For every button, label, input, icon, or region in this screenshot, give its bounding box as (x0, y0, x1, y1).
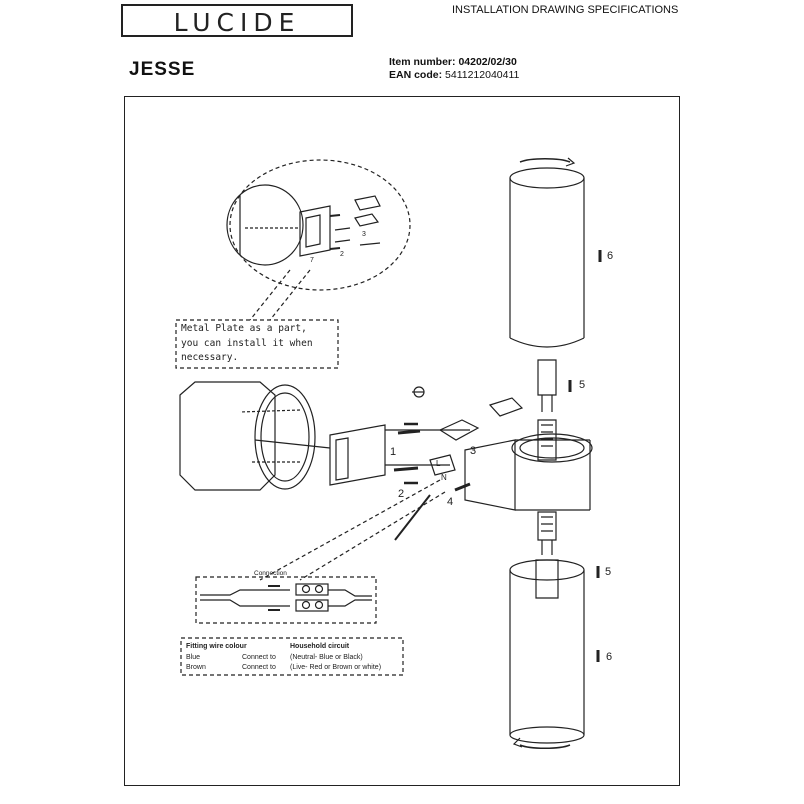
connection-box (195, 576, 377, 624)
mounting-plate (329, 424, 470, 486)
step-2-small: 2 (340, 251, 344, 258)
step-5-bottom-label: 5 (605, 566, 611, 578)
wire-label-l: L (436, 459, 441, 468)
step-4-label: 4 (447, 496, 453, 508)
step-2-label: 2 (398, 488, 404, 500)
ean-code-value: 5411212040411 (445, 69, 520, 81)
terminal-block-spare (488, 397, 524, 417)
legend-col1-header: Fitting wire colour (186, 643, 247, 650)
legend-row2-connect: Connect to (242, 664, 276, 671)
wall-box (179, 381, 331, 491)
step-5-top-label: 5 (579, 379, 585, 391)
ean-code-line: EAN code: 5411212040411 (389, 69, 519, 81)
step-arrows (404, 422, 418, 485)
terminal-block-lower (429, 454, 456, 476)
drawing-frame (124, 96, 680, 786)
item-number-label: Item number: (389, 56, 456, 68)
legend-row1-connect: Connect to (242, 654, 276, 661)
connection-title: Connection (254, 570, 287, 577)
detail-inset (226, 159, 411, 291)
legend-row1-wire: Blue (186, 654, 200, 661)
item-number-line: Item number: 04202/02/30 (389, 56, 517, 68)
wire-label-n: N (441, 473, 447, 482)
document-title: INSTALLATION DRAWING SPECIFICATIONS (452, 4, 679, 16)
note-line-3: necessary. (181, 352, 238, 363)
upper-socket (537, 359, 557, 461)
step-3-small: 3 (362, 231, 366, 238)
lamp-body (394, 433, 593, 541)
step-6-bottom-label: 6 (606, 651, 612, 663)
lower-socket (535, 511, 559, 599)
legend-box (180, 637, 404, 676)
note-line-2: you can install it when (181, 338, 313, 349)
legend-row1-circuit: (Neutral- Blue or Black) (290, 654, 363, 661)
connection-wires (200, 583, 372, 612)
step-6-top-label: 6 (607, 250, 613, 262)
note-box (175, 319, 339, 369)
step-3-label: 3 (470, 445, 476, 457)
product-name: JESSE (129, 59, 196, 80)
legend-row2-circuit: (Live- Red or Brown or white) (290, 664, 381, 671)
upper-shade (509, 157, 585, 348)
terminal-block-upper (438, 419, 480, 441)
step-1-label: 1 (390, 446, 396, 458)
lower-shade (509, 559, 585, 750)
logo-text: LUCIDE (173, 8, 301, 37)
note-line-1: Metal Plate as a part, (181, 323, 307, 334)
legend-col2-header: Household circuit (290, 643, 350, 650)
step-7-label: 7 (310, 257, 314, 264)
legend-row2-wire: Brown (186, 664, 206, 671)
screws (393, 386, 471, 492)
ean-code-label: EAN code: (389, 69, 443, 81)
lucide-logo: LUCIDE (121, 4, 353, 37)
item-number-value: 04202/02/30 (458, 56, 517, 68)
